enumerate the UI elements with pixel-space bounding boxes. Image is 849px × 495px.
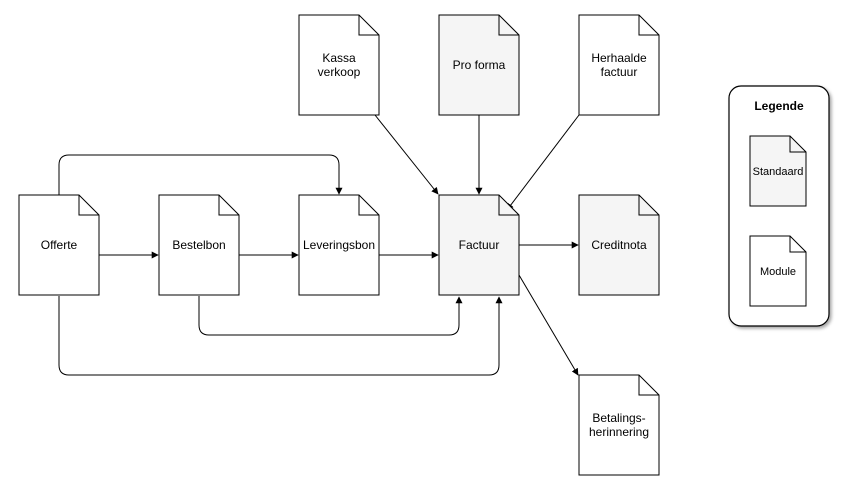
legend-standard-doc-icon xyxy=(749,135,807,207)
doc-betalings-label: herinnering xyxy=(589,425,649,439)
doc-herhaalde-label: factuur xyxy=(601,65,638,79)
arrow-bestelbon-factuur xyxy=(198,296,463,336)
legend-module-doc-icon xyxy=(749,235,807,307)
arrow-offerte-factuur xyxy=(58,296,503,376)
doc-bestelbon: Bestelbon xyxy=(158,194,240,296)
doc-betalings-label: Betalings- xyxy=(592,411,645,425)
doc-bestelbon-shape xyxy=(158,194,240,296)
doc-kassa-shape xyxy=(298,14,380,116)
doc-bestelbon-label: Bestelbon xyxy=(172,238,225,252)
doc-proforma: Pro forma xyxy=(438,14,520,116)
doc-proforma-shape xyxy=(438,14,520,116)
doc-herhaalde-label: Herhaalde xyxy=(591,51,647,65)
legend-module-label: Module xyxy=(760,266,796,278)
legend: Legende Standaard Module xyxy=(728,85,830,327)
doc-herhaalde-fold xyxy=(638,15,659,36)
doc-betalings-fold xyxy=(638,375,659,396)
doc-factuur: Factuur xyxy=(438,194,520,296)
doc-factuur-shape xyxy=(438,194,520,296)
doc-kassa-label: verkoop xyxy=(318,65,361,79)
doc-bestelbon-fold xyxy=(218,195,239,216)
doc-factuur-label: Factuur xyxy=(459,238,500,252)
doc-proforma-fold xyxy=(498,15,519,36)
doc-leveringsbon-label: Leveringsbon xyxy=(303,238,375,252)
doc-factuur-fold xyxy=(498,195,519,216)
doc-creditnota-label: Creditnota xyxy=(591,238,647,252)
doc-offerte-label: Offerte xyxy=(41,238,78,252)
doc-creditnota: Creditnota xyxy=(578,194,660,296)
doc-creditnota-shape xyxy=(578,194,660,296)
doc-offerte: Offerte xyxy=(18,194,100,296)
doc-leveringsbon-fold xyxy=(358,195,379,216)
doc-proforma-label: Pro forma xyxy=(453,58,506,72)
arrow-factuur-betalings xyxy=(518,274,579,376)
legend-standard-label: Standaard xyxy=(753,166,804,178)
arrow-offerte-leveringsbon xyxy=(58,154,343,195)
legend-module-fold-icon xyxy=(789,236,806,253)
arrow-kassa-factuur xyxy=(374,114,439,195)
doc-leveringsbon: Leveringsbon xyxy=(298,194,380,296)
doc-leveringsbon-shape xyxy=(298,194,380,296)
doc-creditnota-fold xyxy=(638,195,659,216)
doc-offerte-fold xyxy=(78,195,99,216)
arrow-herhaalde-factuur xyxy=(506,114,580,211)
legend-standard-fold-icon xyxy=(789,136,806,153)
doc-betalings-shape xyxy=(578,374,660,476)
doc-kassa-fold xyxy=(358,15,379,36)
legend-title: Legende xyxy=(754,99,804,113)
doc-offerte-shape xyxy=(18,194,100,296)
doc-herhaalde-shape xyxy=(578,14,660,116)
doc-kassa-label: Kassa xyxy=(322,51,356,65)
doc-betalings: Betalings-herinnering xyxy=(578,374,660,476)
